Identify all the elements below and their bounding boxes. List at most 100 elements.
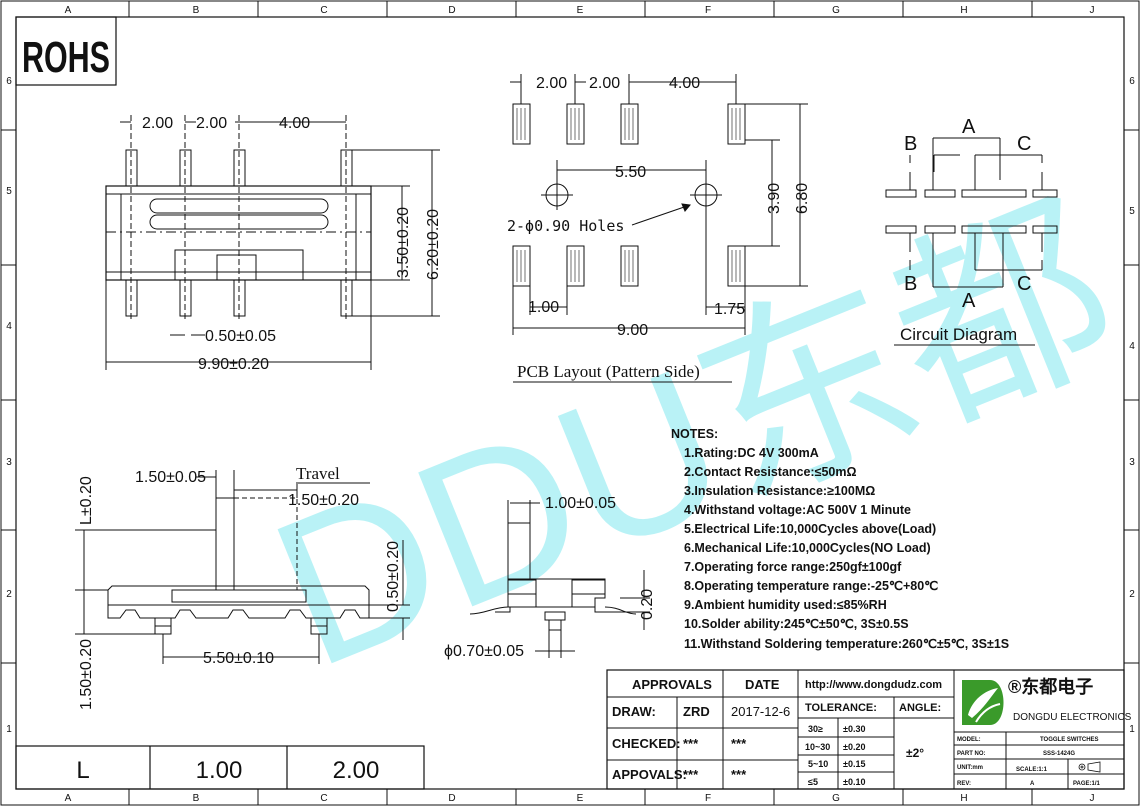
- pcb-holes-label: 2-ϕ0.90 Holes: [507, 217, 624, 235]
- tb-checked-date: ***: [731, 736, 747, 751]
- pcb-hole-spacing: 5.50: [615, 164, 646, 181]
- side-travel-label: Travel: [296, 464, 340, 483]
- end-view-dims: 1.00±0.05 0.20 ϕ0.70±0.05: [444, 495, 656, 660]
- end-top-width: 1.00±0.05: [545, 495, 616, 512]
- tb-tol-value: ±0.15: [843, 759, 865, 769]
- dim-pitch-b: 2.00: [196, 115, 227, 132]
- row-label: 5: [1129, 206, 1135, 217]
- tb-approvals: APPROVALS: [632, 677, 712, 692]
- col-label: B: [193, 793, 200, 804]
- dim-pin-width: 0.50±0.05: [205, 328, 276, 345]
- tb-tol-value: ±0.20: [843, 742, 865, 752]
- side-post-spacing: 5.50±0.10: [203, 650, 274, 667]
- title-block-text: APPROVALS DATE DRAW: ZRD 2017-12-6 CHECK…: [612, 676, 1132, 787]
- tb-draw-date: 2017-12-6: [731, 704, 790, 719]
- pcb-pitch-b: 2.00: [589, 75, 620, 92]
- end-thickness: 0.20: [639, 589, 656, 620]
- circuit-title: Circuit Diagram: [900, 325, 1017, 344]
- tb-page-label: PAGE:1/1: [1073, 781, 1101, 787]
- pcb-pitch-c: 4.00: [669, 75, 700, 92]
- row-label: 3: [6, 457, 12, 468]
- tb-tol-range: ≤5: [808, 777, 818, 787]
- tb-tol-range: 5~10: [808, 759, 828, 769]
- pcb-row-spacing: 3.90: [766, 183, 783, 214]
- tb-company-cn: ®东都电子: [1008, 676, 1093, 697]
- note-item: 4.Withstand voltage:AC 500V 1 Minute: [684, 503, 911, 517]
- circuit-label-a-top: A: [962, 116, 976, 138]
- tb-date: DATE: [745, 677, 780, 692]
- row-label: 4: [1129, 341, 1135, 352]
- col-label: F: [705, 5, 711, 16]
- col-label: G: [832, 5, 840, 16]
- col-label: H: [960, 5, 967, 16]
- pcb-layout-title: PCB Layout (Pattern Side): [517, 362, 700, 381]
- col-label: A: [65, 793, 72, 804]
- note-item: 2.Contact Resistance:≤50mΩ: [684, 465, 857, 479]
- tb-tol-value: ±0.30: [843, 724, 865, 734]
- tb-draw-label: DRAW:: [612, 704, 656, 719]
- note-item: 7.Operating force range:250gf±100gf: [684, 560, 902, 574]
- col-label: G: [832, 793, 840, 804]
- col-label: D: [448, 5, 455, 16]
- circuit-label-b-top: B: [904, 133, 917, 155]
- col-label: D: [448, 793, 455, 804]
- side-travel-value: 1.50±0.20: [288, 492, 359, 509]
- col-label: F: [705, 793, 711, 804]
- note-item: 9.Ambient humidity used:≤85%RH: [684, 598, 887, 612]
- col-label: C: [320, 793, 327, 804]
- tb-tol-range: 30≥: [808, 724, 823, 734]
- notes: NOTES: 1.Rating:DC 4V 300mA 2.Contact Re…: [671, 427, 1009, 651]
- row-label: 6: [1129, 76, 1135, 87]
- tb-part-value: SSS-1424G: [1043, 751, 1075, 757]
- note-item: 11.Withstand Soldering temperature:260℃±…: [684, 637, 1009, 651]
- circuit-labels: A B C B A C Circuit Diagram: [900, 116, 1031, 344]
- tb-rev-value: A: [1030, 781, 1035, 787]
- l-table-text: L 1.00 2.00: [76, 757, 379, 784]
- col-label: H: [960, 793, 967, 804]
- notes-heading: NOTES:: [671, 427, 718, 441]
- tb-checked-label: CHECKED:: [612, 736, 681, 751]
- note-item: 10.Solder ability:245℃±50℃, 3S±0.5S: [684, 617, 909, 631]
- l-table: [15, 745, 425, 790]
- title-block: [606, 669, 1125, 790]
- tb-angle: ANGLE:: [899, 702, 941, 714]
- note-item: 5.Electrical Life:10,000Cycles above(Loa…: [684, 522, 936, 536]
- top-view: [105, 115, 440, 370]
- pcb-layout: [510, 74, 808, 383]
- circuit-label-c-bottom: C: [1017, 273, 1031, 295]
- tb-checked-name: ***: [683, 736, 699, 751]
- side-right-dim: 0.50±0.20: [385, 541, 402, 612]
- l-table-value: 2.00: [333, 757, 380, 784]
- company-logo-icon: [962, 680, 1004, 725]
- end-view: [469, 500, 650, 658]
- tb-model-label: MODEL:: [957, 737, 981, 743]
- dim-pitch-c: 4.00: [279, 115, 310, 132]
- tb-part-label: PART NO:: [957, 751, 986, 757]
- l-table-value: 1.00: [196, 757, 243, 784]
- circuit-label-c-top: C: [1017, 133, 1031, 155]
- tb-tolerance: TOLERANCE:: [805, 702, 877, 714]
- dim-total-length: 9.90±0.20: [198, 356, 269, 373]
- side-view: [75, 470, 410, 664]
- col-label: C: [320, 5, 327, 16]
- note-item: 8.Operating temperature range:-25℃+80℃: [684, 579, 938, 593]
- col-label: J: [1090, 5, 1095, 16]
- tb-company-en: DONGDU ELECTRONICS: [1013, 712, 1132, 723]
- side-actuator-width: 1.50±0.05: [135, 469, 206, 486]
- pcb-pad-width: 1.00: [528, 299, 559, 316]
- row-label: 6: [6, 76, 12, 87]
- dim-body-height: 3.50±0.20: [395, 207, 412, 278]
- note-item: 1.Rating:DC 4V 300mA: [684, 446, 819, 460]
- pcb-pitch-a: 2.00: [536, 75, 567, 92]
- rohs-mark: ROHS: [15, 16, 117, 86]
- row-label: 1: [1129, 724, 1135, 735]
- pcb-edge-offset: 1.75: [714, 301, 745, 318]
- tb-angle-value: ±2°: [906, 746, 924, 760]
- row-label: 2: [1129, 589, 1135, 600]
- tb-appovals-label: APPOVALS:: [612, 767, 687, 782]
- note-item: 3.Insulation Resistance:≥100MΩ: [684, 484, 875, 498]
- row-label: 2: [6, 589, 12, 600]
- tb-rev-label: REV:: [957, 781, 971, 787]
- col-label: E: [577, 793, 584, 804]
